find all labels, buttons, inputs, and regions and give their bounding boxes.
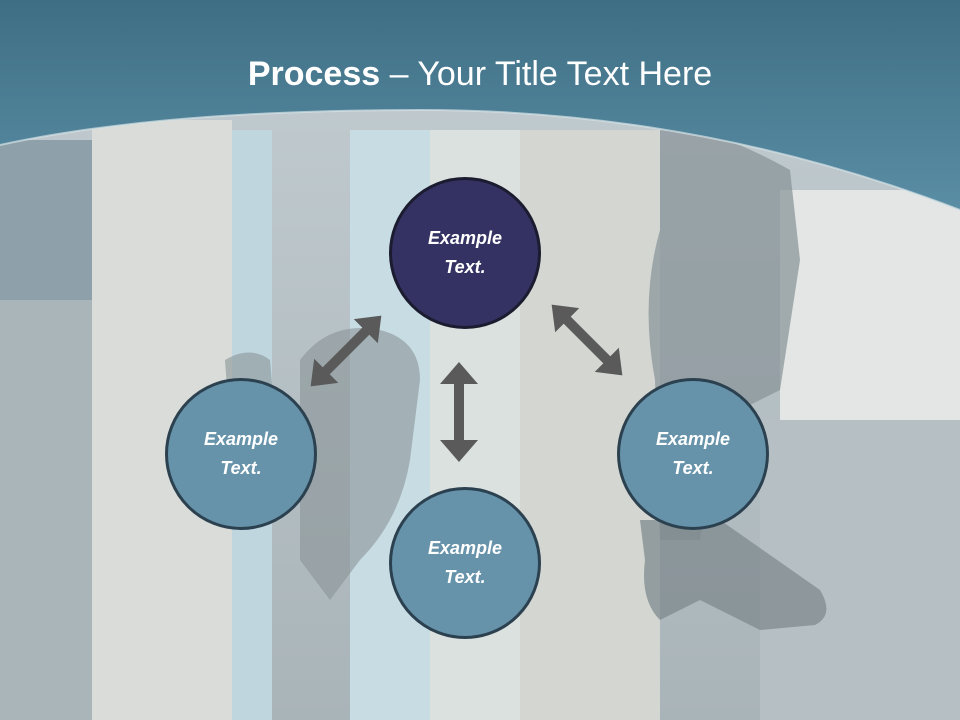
node-right-text: Example Text. (655, 429, 731, 478)
arrow-top-right (551, 304, 623, 376)
node-left[interactable]: Example Text. (165, 378, 317, 530)
node-right[interactable]: Example Text. (617, 378, 769, 530)
node-left-text: Example Text. (203, 429, 279, 478)
node-bottom-text: Example Text. (427, 538, 503, 587)
title-rest: Your Title Text Here (417, 55, 713, 93)
node-top-text: Example Text. (427, 228, 503, 277)
arrow-vertical (440, 362, 478, 462)
title-dash: – (380, 55, 418, 93)
page-title: Process – Your Title Text Here (0, 48, 960, 100)
arrow-top-left (310, 315, 382, 387)
node-bottom[interactable]: Example Text. (389, 487, 541, 639)
title-bold: Process (247, 55, 381, 93)
node-top[interactable]: Example Text. (389, 177, 541, 329)
